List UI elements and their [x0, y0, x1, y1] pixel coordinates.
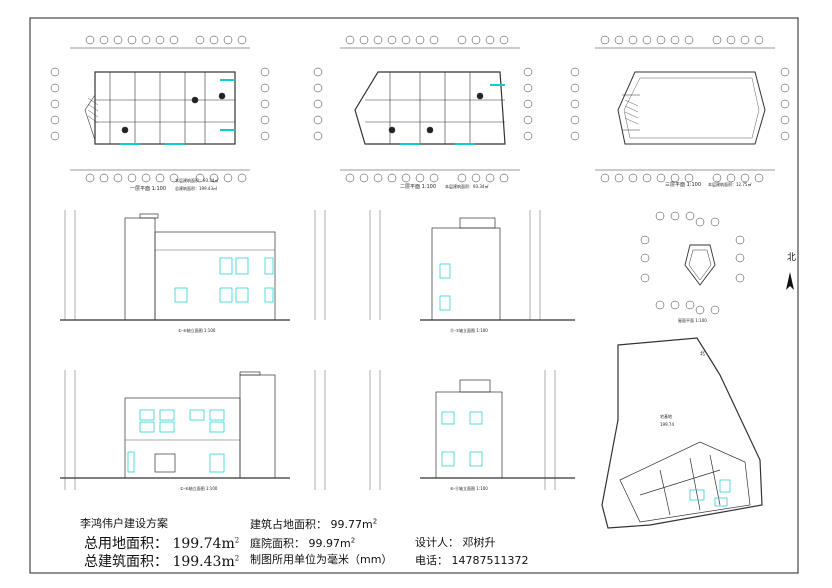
elevation-1-label: ①-⑥轴立面图 1:100 [178, 327, 216, 333]
floor3-note: 本层建筑面积：12.75㎡ [708, 181, 751, 187]
floor3-label: 三层平面 1:100 [665, 182, 701, 188]
garden-area: 庭院面积： 99.97m2 [250, 536, 356, 550]
elevation-3-label: ①-⑥轴立面图 1:100 [180, 485, 218, 491]
site-north: 北 [700, 350, 705, 357]
floor1-plan [50, 35, 270, 183]
floor3-plan [570, 35, 790, 183]
elevation-4 [314, 370, 575, 490]
total-build-area: 总建筑面积： 199.43m2 [84, 554, 240, 570]
elevation-2 [314, 210, 575, 321]
floor2-note: 本层建筑面积：93.34㎡ [445, 183, 488, 189]
floor1-note: 本层建筑面积：93.34㎡ [175, 177, 218, 183]
footprint-area: 建筑占地面积： 99.77m2 [250, 517, 378, 531]
elevation-4-label: ⑥-⑪轴立面图 1:100 [450, 485, 488, 491]
designer: 设计人： 邓树升 [415, 534, 496, 550]
project-title: 李鸿伟户建设方案 [80, 517, 168, 530]
elevation-2-label: ⑪-⑦轴立面图 1:100 [450, 327, 488, 333]
garden-label: 庭院面积： [250, 537, 305, 550]
floor2-label: 二层平面 1:100 [400, 184, 436, 190]
north-arrow-icon [786, 272, 794, 290]
designer-label: 设计人： [415, 536, 459, 549]
site-area-value: 199.74 [660, 422, 674, 427]
total-land-label: 总用地面积： [84, 536, 168, 552]
elevation-3 [60, 370, 290, 490]
phone-label: 电话： [415, 554, 448, 567]
phone: 电话： 14787511372 [415, 552, 528, 568]
floor2-plan [313, 35, 533, 183]
site-area-label: 宅基地 [660, 413, 672, 419]
designer-name: 邓树升 [462, 536, 496, 549]
floor1-label: 一层平面 1:100 [130, 186, 166, 192]
phone-value: 14787511372 [451, 554, 529, 567]
footprint-value: 99.77m [330, 518, 373, 531]
total-land-area: 总用地面积： 199.74m2 [84, 536, 240, 552]
floor1-note2: 总建筑面积：199.43㎡ [175, 185, 217, 191]
total-land-value: 199.74m [172, 536, 235, 552]
roof-label: 屋面平面 1:100 [678, 317, 707, 323]
unit-note: 制图所用单位为毫米（mm） [250, 553, 393, 566]
north-label: 北 [787, 253, 797, 263]
site-plan [601, 337, 763, 529]
roof-plan [640, 211, 745, 315]
total-build-value: 199.43m [172, 554, 235, 570]
elevation-1 [60, 210, 290, 321]
garden-value: 99.97m [308, 537, 351, 550]
footprint-label: 建筑占地面积： [250, 518, 327, 531]
total-build-label: 总建筑面积： [84, 554, 168, 570]
